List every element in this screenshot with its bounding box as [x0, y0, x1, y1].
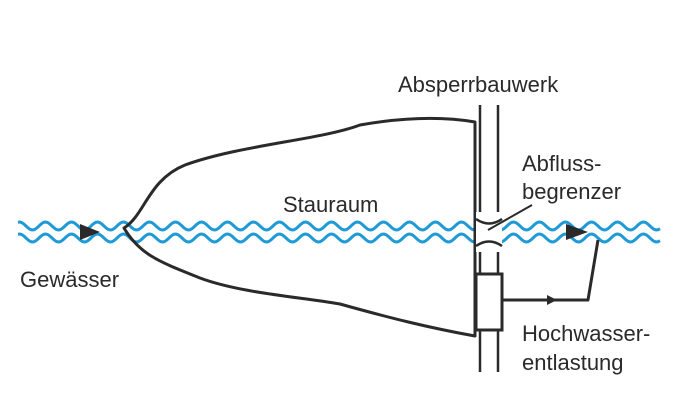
label-hochwasser-line1: Hochwasser-	[522, 321, 650, 346]
overflow-pipe	[502, 239, 600, 302]
label-abfluss-line1: Abfluss-	[522, 151, 601, 176]
overflow-structure	[474, 272, 504, 332]
flow-limiter-leader	[487, 204, 533, 231]
outflow-arrow-icon	[566, 224, 588, 240]
inflow-arrow-icon	[80, 224, 100, 240]
reservoir-outline	[122, 116, 477, 338]
label-absperrbauwerk: Absperrbauwerk	[398, 72, 559, 97]
label-gewaesser: Gewässer	[20, 267, 119, 292]
flow-limiter-symbol	[475, 212, 503, 252]
label-stauraum: Stauraum	[283, 192, 378, 217]
river-wave-lower	[17, 232, 661, 244]
label-abfluss-line2: begrenzer	[522, 179, 621, 204]
river-wave-upper	[17, 220, 661, 232]
label-hochwasser-line2: entlastung	[522, 350, 624, 375]
